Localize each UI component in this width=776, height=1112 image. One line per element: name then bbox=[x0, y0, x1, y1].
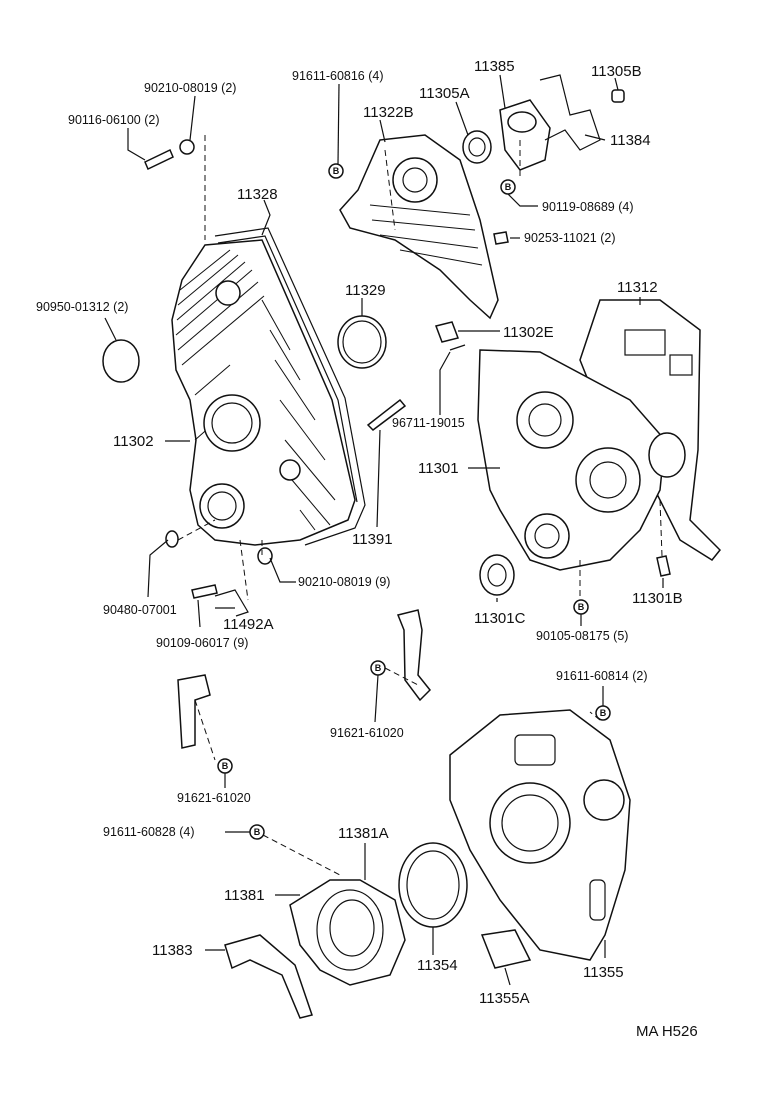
seal-11354 bbox=[398, 842, 468, 928]
label-91611-60816: 91611-60816 (4) bbox=[292, 69, 384, 83]
nut-90210-bottom bbox=[257, 547, 273, 565]
bolt-marker-90105: B bbox=[573, 599, 589, 615]
bracket-91621-mid bbox=[396, 609, 432, 702]
label-90105-08175: 90105-08175 (5) bbox=[536, 629, 628, 643]
label-90253-11021: 90253-11021 (2) bbox=[524, 231, 616, 245]
svg-text:B: B bbox=[254, 827, 261, 837]
rear-plate-11355 bbox=[449, 709, 631, 961]
clip-11492A bbox=[214, 589, 249, 617]
stud-11301B bbox=[656, 555, 671, 577]
bolt-marker-90119: B bbox=[500, 179, 516, 195]
label-90119-08689: 90119-08689 (4) bbox=[542, 200, 634, 214]
label-91611-60828: 91611-60828 (4) bbox=[103, 825, 195, 839]
label-90480-07001: 90480-07001 bbox=[103, 603, 177, 617]
bracket-91621-left bbox=[177, 674, 211, 749]
label-11492A: 11492A bbox=[223, 616, 274, 633]
alignment-lines bbox=[177, 135, 663, 876]
bolt-marker-91621-mid: B bbox=[370, 660, 386, 676]
pad-11355A bbox=[480, 929, 532, 969]
label-11383: 11383 bbox=[152, 942, 193, 959]
svg-text:B: B bbox=[333, 166, 340, 176]
retainer-11381 bbox=[289, 879, 406, 986]
label-11355: 11355 bbox=[583, 964, 624, 981]
label-11384: 11384 bbox=[610, 132, 651, 149]
bolt-marker-91611-60816: B bbox=[328, 163, 344, 179]
leader-lines bbox=[104, 74, 664, 986]
label-11354: 11354 bbox=[417, 957, 458, 974]
label-90210-08019-bottom: 90210-08019 (9) bbox=[298, 575, 390, 589]
label-11381: 11381 bbox=[224, 887, 265, 904]
label-91621-61020-mid: 91621-61020 bbox=[330, 726, 404, 740]
label-11301C: 11301C bbox=[474, 610, 526, 627]
bracket-11384 bbox=[539, 74, 601, 151]
o-ring-11329 bbox=[337, 315, 387, 369]
svg-text:B: B bbox=[222, 761, 229, 771]
label-96711-19015: 96711-19015 bbox=[392, 416, 465, 430]
plug-90950 bbox=[102, 339, 140, 383]
label-90109-06017: 90109-06017 (9) bbox=[156, 636, 248, 650]
label-91611-60814: 91611-60814 (2) bbox=[556, 669, 648, 683]
label-11305B: 11305B bbox=[591, 63, 642, 80]
label-11355A: 11355A bbox=[479, 990, 530, 1007]
bolt-marker-91611-60828: B bbox=[249, 824, 265, 840]
label-11385: 11385 bbox=[474, 58, 515, 75]
case-11301 bbox=[477, 349, 686, 571]
cap-11305B bbox=[611, 89, 625, 103]
shield-11383 bbox=[224, 934, 313, 1019]
bolt-marker-91621-left: B bbox=[217, 758, 233, 774]
seal-11305A bbox=[462, 130, 492, 164]
sensor-11302E bbox=[435, 321, 459, 343]
label-11312: 11312 bbox=[617, 279, 658, 296]
label-90950-01312: 90950-01312 (2) bbox=[36, 300, 128, 314]
seal-11301C bbox=[479, 554, 515, 596]
label-11391: 11391 bbox=[352, 531, 393, 548]
label-90116-06100: 90116-06100 (2) bbox=[68, 113, 160, 127]
svg-text:B: B bbox=[375, 663, 382, 673]
stud-90253 bbox=[493, 231, 509, 245]
label-11301B: 11301B bbox=[632, 590, 683, 607]
bolt-90116 bbox=[144, 148, 174, 171]
pin-11391 bbox=[366, 398, 407, 431]
label-11329: 11329 bbox=[345, 282, 386, 299]
label-11328: 11328 bbox=[237, 186, 278, 203]
svg-text:B: B bbox=[505, 182, 512, 192]
label-90210-08019-top: 90210-08019 (2) bbox=[144, 81, 236, 95]
label-11302: 11302 bbox=[113, 433, 154, 450]
washer-90480 bbox=[165, 530, 179, 548]
label-11305A: 11305A bbox=[419, 85, 470, 102]
label-11322B: 11322B bbox=[363, 104, 414, 121]
label-11302E: 11302E bbox=[503, 324, 554, 341]
timing-cover-11302 bbox=[171, 239, 356, 546]
diagram-code: MA H526 bbox=[636, 1023, 698, 1040]
bolt-90109 bbox=[191, 584, 218, 599]
label-11301: 11301 bbox=[418, 460, 459, 477]
label-11381A: 11381A bbox=[338, 825, 389, 842]
svg-text:B: B bbox=[600, 708, 607, 718]
label-91621-61020-left: 91621-61020 bbox=[177, 791, 251, 805]
upper-cover-11322B bbox=[339, 134, 499, 320]
svg-text:B: B bbox=[578, 602, 585, 612]
nut-90210-top bbox=[179, 139, 195, 155]
part-labels: 90210-08019 (2) 90116-06100 (2) 91611-60… bbox=[36, 58, 698, 1040]
gasket-11328 bbox=[214, 227, 366, 546]
housing-11385 bbox=[499, 99, 551, 171]
